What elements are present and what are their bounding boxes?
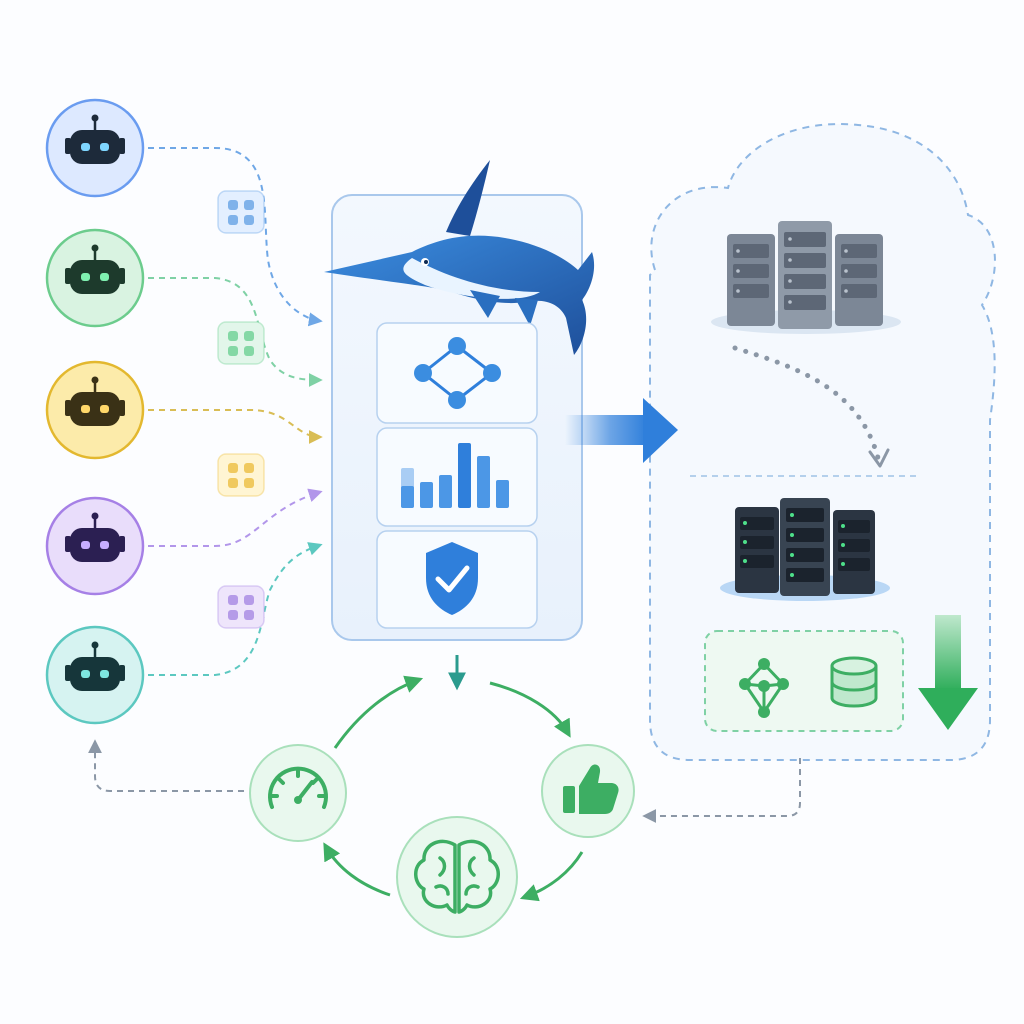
arrow-down-icon [918,615,978,730]
robot-icon [65,641,125,691]
agent-2[interactable] [45,228,145,328]
cloud-to-feedback-arrow [642,758,801,823]
lower-server-rack-icon [720,498,890,601]
feedback-to-agents-arrow [88,739,244,792]
connector-agent-1 [148,147,323,327]
connector-agent-3 [148,409,323,444]
upper-server-rack-icon [711,221,901,334]
sync-dotted-arrow [732,345,881,461]
module-badge-icon [217,190,265,234]
robot-icon [65,512,125,562]
deploy-arrow [565,398,678,463]
agent-4[interactable] [45,496,145,596]
graph-network-icon [739,658,789,718]
agent-connectors [148,147,323,676]
speedometer-icon [268,766,328,809]
agent-list [45,98,145,725]
module-badges [217,190,265,629]
topology-card [376,322,538,424]
feedback-node [541,744,635,838]
learning-node [396,816,518,938]
robot-icon [65,244,125,294]
thumbs-up-icon [563,764,619,814]
cycle-arrows [323,675,584,902]
shield-check-icon [426,542,478,615]
module-badge-icon [217,321,265,365]
graph-network-icon [414,337,501,409]
agent-5[interactable] [45,625,145,725]
robot-icon [65,114,125,164]
connector-agent-4 [148,488,323,547]
connector-agent-5 [148,542,323,676]
agent-3[interactable] [45,360,145,460]
speedometer-node [249,744,347,842]
robot-icon [65,376,125,426]
bar-chart-icon [401,443,509,508]
database-icon [830,656,878,708]
agent-1[interactable] [45,98,145,198]
module-badge-icon [217,585,265,629]
brain-icon [414,839,500,914]
module-badge-icon [217,453,265,497]
marlin-icon [324,160,595,355]
